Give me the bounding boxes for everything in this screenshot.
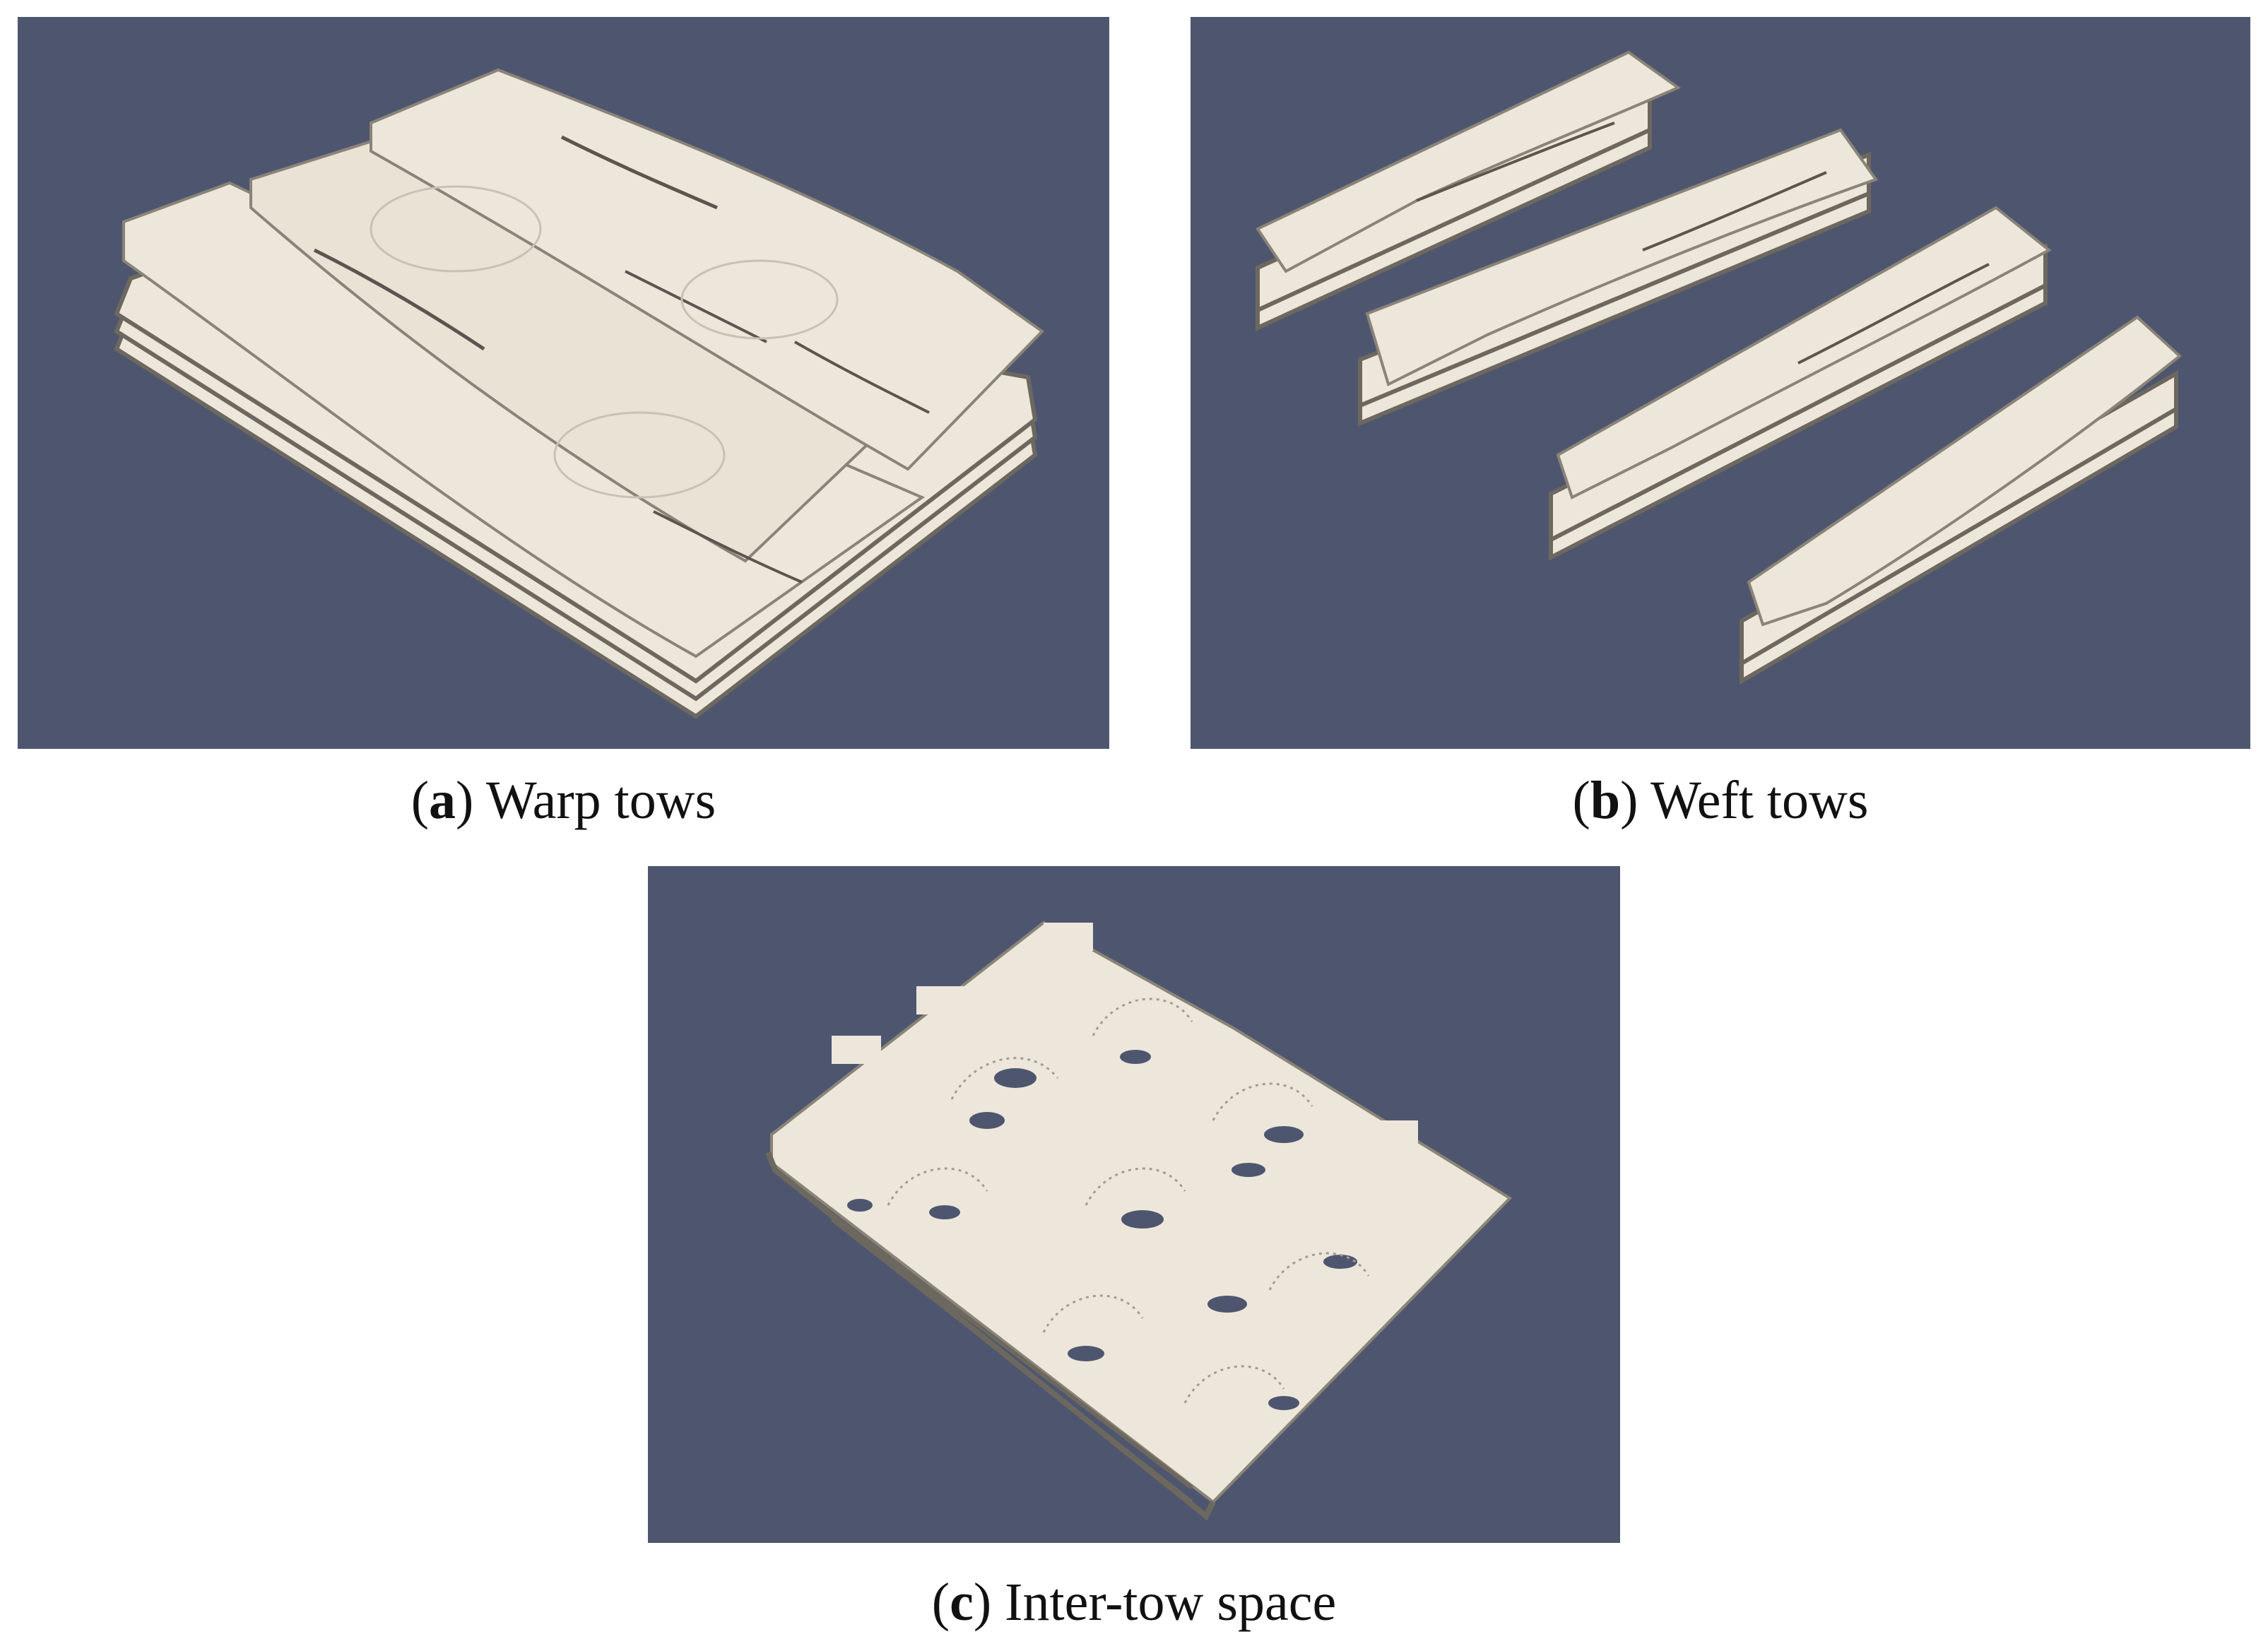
- caption-a: (a) Warp tows: [411, 771, 716, 830]
- caption-a-text: Warp tows: [485, 771, 716, 830]
- weft-tows-render: [1191, 17, 2250, 749]
- caption-b-text: Weft tows: [1650, 771, 1869, 830]
- panel-b-weft-tows-image: [1191, 17, 2250, 749]
- caption-a-letter: a: [429, 771, 456, 830]
- caption-c-text: Inter-tow space: [1005, 1573, 1337, 1632]
- warp-tow-stack: [114, 68, 1045, 719]
- caption-b-letter: b: [1590, 771, 1621, 830]
- weft-tow-4: [1740, 315, 2183, 685]
- inter-tow-space-render: [648, 866, 1620, 1543]
- weft-tow-2: [1358, 128, 1879, 427]
- panel-a-warp-tows-image: [18, 17, 1109, 749]
- caption-b: (b) Weft tows: [1572, 771, 1869, 830]
- caption-c-letter: c: [950, 1573, 974, 1632]
- caption-c: (c) Inter-tow space: [931, 1573, 1337, 1632]
- warp-tows-render: [18, 17, 1109, 749]
- panel-c-inter-tow-space-image: [648, 866, 1620, 1543]
- inter-tow-block: [765, 921, 1513, 1521]
- weft-tow-3: [1549, 206, 2052, 561]
